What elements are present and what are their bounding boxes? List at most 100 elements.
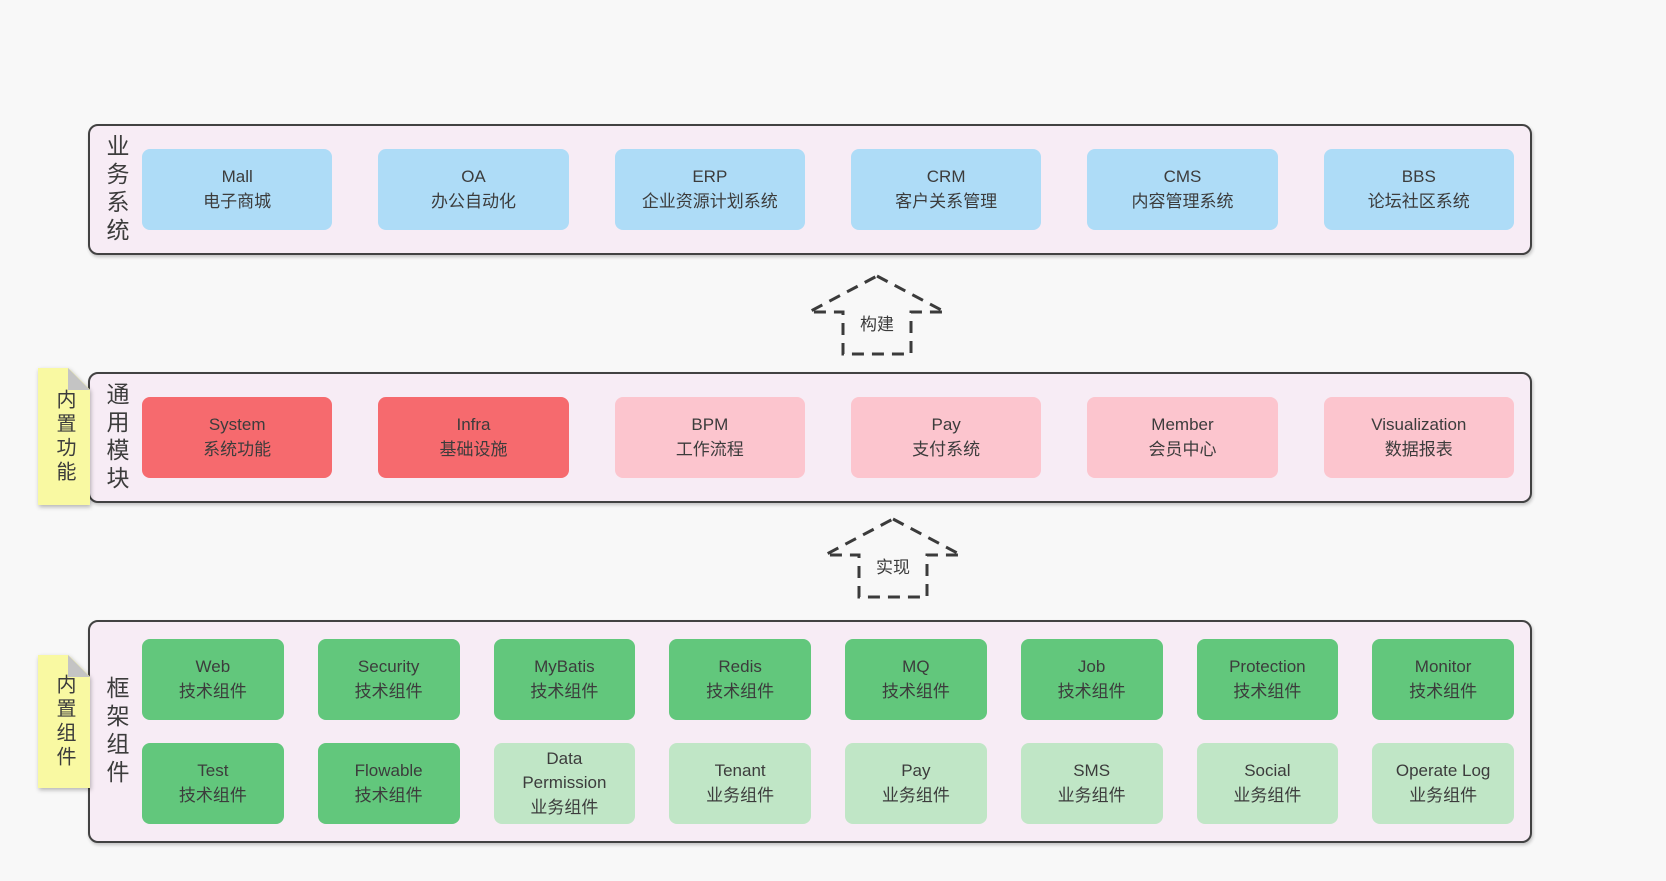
- node-desc: 技术组件: [881, 681, 950, 701]
- band-framework-components: 框架组件 Web 技术组件 Security 技术组件 MyBatis 技术组件…: [88, 620, 1532, 843]
- node-desc: 业务组件: [530, 797, 599, 817]
- node-desc: 技术组件: [706, 681, 775, 701]
- node-desc: 技术组件: [1233, 681, 1302, 701]
- node-desc: 工作流程: [675, 439, 744, 459]
- node-name: MyBatis: [534, 656, 595, 676]
- node-name: Test: [197, 760, 229, 780]
- node-name: Pay: [901, 760, 931, 780]
- sticky-note-built-in-components: 内置组件: [38, 655, 90, 788]
- sticky-note-text: 内置功能: [53, 388, 75, 485]
- node-name: Security: [357, 656, 420, 676]
- node-crm: CRM 客户关系管理: [850, 149, 1042, 230]
- node-desc: 技术组件: [354, 681, 423, 701]
- arrow-implement: 实现: [823, 517, 963, 599]
- node-desc: 业务组件: [881, 785, 950, 805]
- node-name: OA: [461, 166, 486, 186]
- node-mall: Mall 电子商城: [142, 149, 333, 230]
- node-desc: 会员中心: [1148, 439, 1217, 459]
- node-name: Mall: [221, 166, 253, 186]
- framework-components-row-2: Test 技术组件 Flowable 技术组件 Data Permission …: [142, 743, 1514, 824]
- node-name: BBS: [1401, 166, 1436, 186]
- node-desc: 技术组件: [1409, 681, 1478, 701]
- node-web: Web 技术组件: [142, 639, 284, 720]
- sticky-note-text: 内置组件: [53, 673, 75, 770]
- node-name: Visualization: [1371, 414, 1467, 434]
- node-desc: 论坛社区系统: [1367, 191, 1470, 211]
- folded-corner-icon: [68, 368, 90, 390]
- node-name: CRM: [926, 166, 966, 186]
- node-desc: 内容管理系统: [1131, 191, 1234, 211]
- node-name: Tenant: [714, 760, 766, 780]
- arrow-implement-label: 实现: [872, 553, 914, 578]
- node-member: Member 会员中心: [1087, 397, 1278, 478]
- node-cms: CMS 内容管理系统: [1087, 149, 1278, 230]
- node-desc: 业务组件: [1233, 785, 1302, 805]
- band-label-common-modules: 通用模块: [103, 381, 129, 494]
- node-job: Job 技术组件: [1020, 639, 1163, 720]
- node-name: Operate Log: [1395, 760, 1491, 780]
- node-bbs: BBS 论坛社区系统: [1323, 149, 1514, 230]
- node-mq: MQ 技术组件: [845, 639, 987, 720]
- node-desc: 业务组件: [706, 785, 775, 805]
- band-common-modules-content: System 系统功能 Infra 基础设施 BPM 工作流程 Pay 支付系统…: [142, 397, 1530, 478]
- band-common-modules: 通用模块 System 系统功能 Infra 基础设施 BPM 工作流程 Pay…: [88, 372, 1532, 503]
- node-flowable: Flowable 技术组件: [317, 743, 460, 824]
- node-desc: 技术组件: [178, 785, 247, 805]
- band-label-framework-components: 框架组件: [103, 675, 129, 788]
- node-mybatis: MyBatis 技术组件: [493, 639, 636, 720]
- node-name: Infra: [456, 414, 491, 434]
- node-desc: 客户关系管理: [895, 191, 998, 211]
- up-block-arrow-icon: [808, 274, 946, 356]
- node-operate-log: Operate Log 业务组件: [1372, 743, 1514, 824]
- node-system: System 系统功能: [142, 397, 333, 478]
- band-business-systems: 业务系统 Mall 电子商城 OA 办公自动化 ERP 企业资源计划系统 CRM…: [88, 124, 1532, 255]
- common-modules-row: System 系统功能 Infra 基础设施 BPM 工作流程 Pay 支付系统…: [142, 397, 1514, 478]
- sticky-note-built-in-features: 内置功能: [38, 368, 90, 505]
- node-desc: 数据报表: [1384, 439, 1453, 459]
- node-desc: 基础设施: [439, 439, 508, 459]
- node-name: MQ: [902, 656, 930, 676]
- node-desc: 技术组件: [1057, 681, 1126, 701]
- node-test: Test 技术组件: [142, 743, 284, 824]
- node-pay-module: Pay 支付系统: [850, 397, 1042, 478]
- node-desc: 业务组件: [1057, 785, 1126, 805]
- node-name: Monitor: [1414, 656, 1472, 676]
- node-name: BPM: [691, 414, 729, 434]
- node-name: Pay: [931, 414, 961, 434]
- node-data-permission: Data Permission 业务组件: [493, 743, 636, 824]
- arrow-build-label: 构建: [856, 310, 898, 335]
- node-desc: 技术组件: [530, 681, 599, 701]
- node-name: Member: [1151, 414, 1214, 434]
- node-name: Flowable: [354, 760, 423, 780]
- node-desc: 技术组件: [354, 785, 423, 805]
- business-systems-row: Mall 电子商城 OA 办公自动化 ERP 企业资源计划系统 CRM 客户关系…: [142, 149, 1514, 230]
- node-name: Job: [1077, 656, 1106, 676]
- node-name: ERP: [692, 166, 728, 186]
- node-social: Social 业务组件: [1196, 743, 1339, 824]
- node-name: Redis: [718, 656, 762, 676]
- node-name: System: [208, 414, 266, 434]
- node-erp: ERP 企业资源计划系统: [614, 149, 805, 230]
- band-business-systems-content: Mall 电子商城 OA 办公自动化 ERP 企业资源计划系统 CRM 客户关系…: [142, 149, 1530, 230]
- node-pay-component: Pay 业务组件: [845, 743, 987, 824]
- node-name: Social: [1244, 760, 1291, 780]
- node-protection: Protection 技术组件: [1196, 639, 1339, 720]
- node-name: SMS: [1073, 760, 1111, 780]
- node-name: Web: [195, 656, 231, 676]
- framework-components-row-1: Web 技术组件 Security 技术组件 MyBatis 技术组件 Redi…: [142, 639, 1514, 720]
- node-tenant: Tenant 业务组件: [669, 743, 811, 824]
- node-desc: 企业资源计划系统: [641, 191, 778, 211]
- node-name: Data Permission: [522, 748, 607, 793]
- node-desc: 电子商城: [203, 191, 272, 211]
- node-bpm: BPM 工作流程: [614, 397, 805, 478]
- node-desc: 支付系统: [912, 439, 981, 459]
- node-oa: OA 办公自动化: [378, 149, 569, 230]
- node-name: Protection: [1229, 656, 1306, 676]
- node-security: Security 技术组件: [317, 639, 460, 720]
- node-desc: 办公自动化: [430, 191, 516, 211]
- node-infra: Infra 基础设施: [378, 397, 569, 478]
- up-block-arrow-icon: [824, 517, 962, 599]
- node-desc: 系统功能: [203, 439, 272, 459]
- node-name: CMS: [1163, 166, 1202, 186]
- node-visualization: Visualization 数据报表: [1323, 397, 1514, 478]
